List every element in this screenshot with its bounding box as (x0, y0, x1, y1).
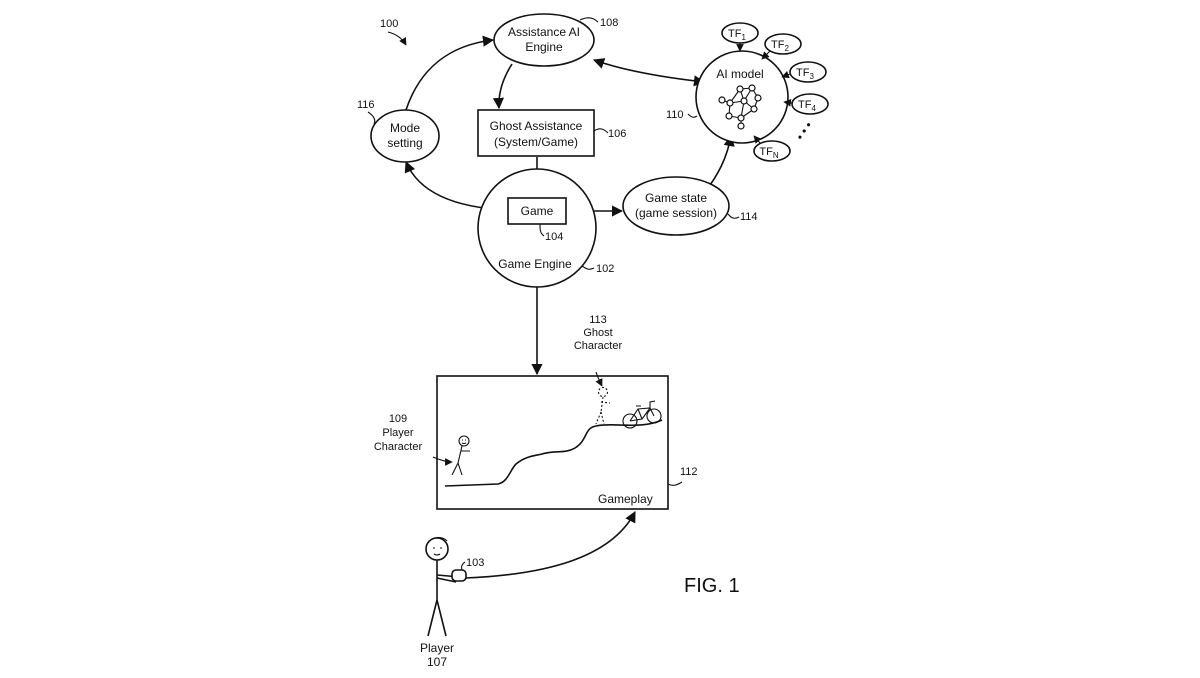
ghost-character-pointer (595, 371, 603, 387)
controller-ref-leader (461, 561, 466, 571)
arrow-assistance-ai-model (592, 58, 706, 87)
svg-text:TFN: TFN (759, 146, 778, 160)
svg-text:TF1: TF1 (728, 28, 746, 42)
ghost-character-figure (595, 386, 611, 425)
game-engine-ref-leader (581, 265, 595, 270)
game-engine-ref: 102 (596, 263, 614, 275)
controller-ref: 103 (466, 557, 484, 569)
gameplay-screen: Gameplay (432, 371, 669, 510)
mode-setting-ref: 116 (357, 99, 375, 111)
svg-text:TF2: TF2 (771, 39, 789, 53)
player-character-figure (451, 435, 470, 476)
svg-text:TF4: TF4 (798, 99, 816, 113)
ghost-assistance-ref-leader (593, 128, 609, 134)
bicycle-icon (622, 400, 662, 429)
game-label: Game (521, 204, 554, 218)
tf2-arrow (761, 50, 771, 60)
ai-model-label: AI model (716, 67, 763, 81)
assistance-ai-engine-label-line1: Assistance AI (508, 25, 580, 39)
game-ref-leader (539, 223, 545, 237)
figure-caption: FIG. 1 (684, 575, 740, 597)
tf3-arrow (781, 70, 791, 79)
figure-ref-arrow (387, 31, 407, 46)
controller-icon (451, 569, 467, 582)
game-state-node: Game state (game session) (622, 176, 730, 236)
game-state-label-line2: (game session) (635, 206, 717, 220)
ai-model-node: AI model (695, 50, 789, 144)
tf-node-4: TF4 (791, 93, 829, 115)
game-engine-node: Game Engine (477, 168, 597, 288)
svg-text:TF3: TF3 (796, 67, 814, 81)
ghost-assistance-label-line1: Ghost Assistance (490, 119, 583, 133)
neural-network-icon (718, 84, 762, 130)
game-node: Game (507, 197, 567, 225)
gameplay-ref: 112 (680, 466, 698, 478)
game-state-ref: 114 (740, 211, 758, 223)
player-ref: 107 (427, 655, 447, 669)
tf-node-n: TFN (753, 140, 791, 162)
player-character-ref: 109 (389, 413, 407, 425)
mode-ref-leader (367, 111, 376, 125)
player-label: Player (420, 641, 454, 655)
tfn-arrow (753, 135, 762, 144)
ai-model-ref-leader (687, 113, 698, 118)
ghost-character-label-line1: Ghost (583, 327, 612, 339)
mode-setting-label-line2: setting (387, 136, 422, 150)
tf4-arrow (783, 99, 793, 107)
game-state-label-line1: Game state (645, 191, 707, 205)
mode-setting-label-line1: Mode (390, 121, 420, 135)
assistance-ai-engine-label-line2: Engine (525, 40, 563, 54)
player-figure (425, 536, 461, 637)
player-character-pointer (432, 456, 453, 466)
game-state-ref-leader (727, 213, 740, 219)
game-engine-label: Game Engine (498, 257, 572, 271)
ai-model-ref: 110 (666, 109, 684, 121)
ghost-assistance-node: Ghost Assistance (System/Game) (477, 109, 595, 157)
tf-node-3: TF3 (789, 61, 827, 83)
gameplay-label: Gameplay (598, 492, 653, 506)
arrow-mode-to-assistance (405, 35, 495, 111)
arrow-assistance-to-ghost (492, 63, 513, 110)
assistance-ref-leader (579, 17, 599, 23)
game-ref: 104 (545, 231, 563, 243)
terrain-line (444, 419, 663, 487)
gameplay-ref-leader (667, 481, 683, 486)
tf-node-2: TF2 (764, 33, 802, 55)
player-character-label-line2: Character (374, 441, 423, 453)
player-character-label-line1: Player (382, 427, 414, 439)
figure-ref-label: 100 (380, 18, 398, 30)
tf-node-1: TF1 (721, 22, 759, 44)
mode-setting-node: Mode setting (370, 109, 440, 163)
ghost-character-label-line2: Character (574, 340, 623, 352)
ghost-assistance-ref: 106 (608, 128, 626, 140)
ghost-assistance-label-line2: (System/Game) (494, 135, 578, 149)
ghost-character-ref: 113 (589, 314, 607, 326)
tf-ellipsis: • • • (793, 119, 816, 143)
arrow-controller-to-gameplay (464, 511, 636, 579)
assistance-ai-engine-node: Assistance AI Engine (493, 13, 595, 67)
assistance-ai-engine-ref: 108 (600, 17, 618, 29)
